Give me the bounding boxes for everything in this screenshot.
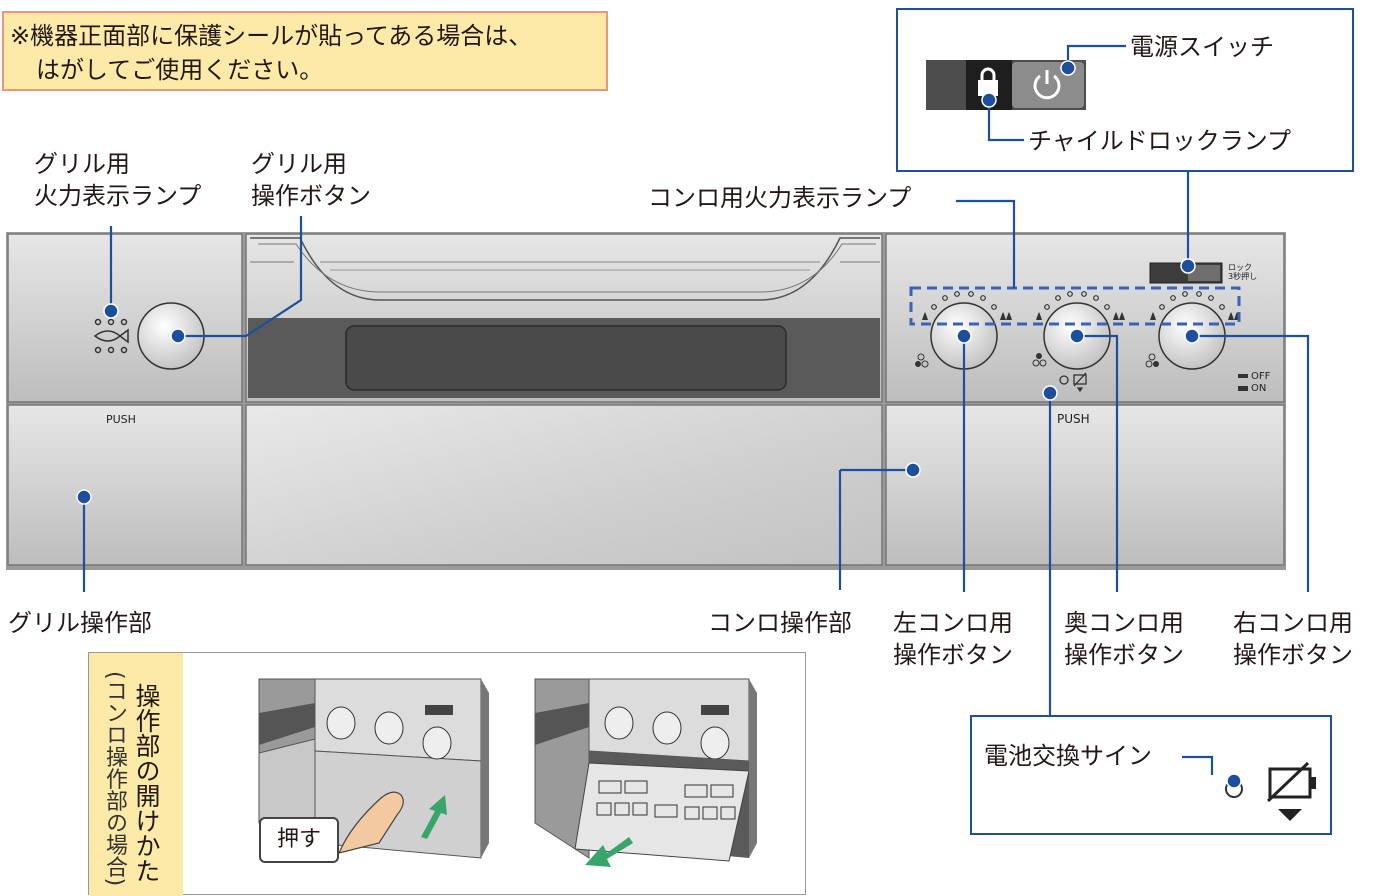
battery-replace-icon [1266, 761, 1312, 803]
burner-position-marks [915, 353, 1159, 368]
panel-battery-icon [1059, 372, 1087, 393]
grill-button-label-2: 操作ボタン [251, 182, 371, 210]
howto-step-press [258, 678, 489, 859]
grill-lamp-label-1: グリル用 [34, 150, 130, 178]
stove-lamp-highlight [909, 286, 1241, 326]
down-triangle-icon [1278, 809, 1302, 821]
power-icon [1033, 70, 1061, 100]
power-switch-illustration [926, 44, 1126, 142]
lock-hold-label: ロック 3秒押し [1228, 263, 1258, 281]
stove-control-panel [885, 404, 1285, 566]
child-lock-lamp-label: チャイルドロックランプ [1028, 127, 1292, 155]
callout-dots [76, 258, 1200, 505]
down-arrow [585, 837, 633, 867]
howto-step-open [534, 678, 757, 867]
up-arrow [421, 795, 447, 839]
off-label: OFF [1251, 371, 1271, 382]
note-line-2: はがしてご使用ください。 [36, 56, 324, 84]
battery-sign-illustration [1182, 755, 1316, 821]
grill-lamp-indicator [93, 318, 129, 354]
stove-panel-label: コンロ操作部 [708, 609, 852, 637]
press-callout: 押す [259, 817, 339, 863]
left-burner-label-2: 操作ボタン [893, 641, 1013, 669]
push-label-stove: PUSH [1057, 412, 1090, 426]
stove-lamp-label: コンロ用火力表示ランプ [648, 184, 912, 212]
howto-subtitle: (コンロ操作部の場合) [102, 671, 127, 887]
grill-window [345, 325, 787, 391]
grill-panel-label: グリル操作部 [8, 609, 152, 637]
back-burner-label-2: 操作ボタン [1064, 641, 1184, 669]
opened-lid [574, 762, 750, 862]
on-label: ON [1251, 383, 1267, 394]
left-burner-label-1: 左コンロ用 [893, 609, 1013, 637]
howto-title-strip [89, 653, 183, 896]
note-line-1: ※機器正面部に保護シールが貼ってある場合は、 [10, 22, 533, 50]
push-label-grill: PUSH [106, 413, 136, 426]
battery-sign-label: 電池交換サイン [984, 742, 1152, 770]
howto-title: 操作部の開けかた [132, 683, 161, 883]
power-switch-label: 電源スイッチ [1130, 33, 1274, 61]
grill-upper-panel [7, 233, 243, 403]
battery-callout-box: 電池交換サイン [970, 715, 1332, 835]
back-burner-label-1: 奥コンロ用 [1064, 609, 1184, 637]
howto-illustrations [258, 678, 757, 867]
power-callout-box: 電源スイッチ チャイルドロックランプ [896, 8, 1354, 172]
grill-lamp-label-2: 火力表示ランプ [34, 182, 202, 210]
right-burner-label-2: 操作ボタン [1233, 641, 1353, 669]
grill-control-panel [7, 404, 243, 566]
grill-button-label-1: グリル用 [251, 150, 347, 178]
howto-open-panel: 操作部の開けかた (コンロ操作部の場合) [88, 652, 806, 896]
lock-icon [978, 67, 998, 96]
protective-seal-note: ※機器正面部に保護シールが貼ってある場合は、 はがしてご使用ください。 [2, 11, 608, 91]
stove-flame-lamps [931, 291, 1225, 310]
center-lower-panel [245, 404, 883, 566]
right-burner-label-1: 右コンロ用 [1233, 609, 1353, 637]
finger [337, 791, 404, 854]
